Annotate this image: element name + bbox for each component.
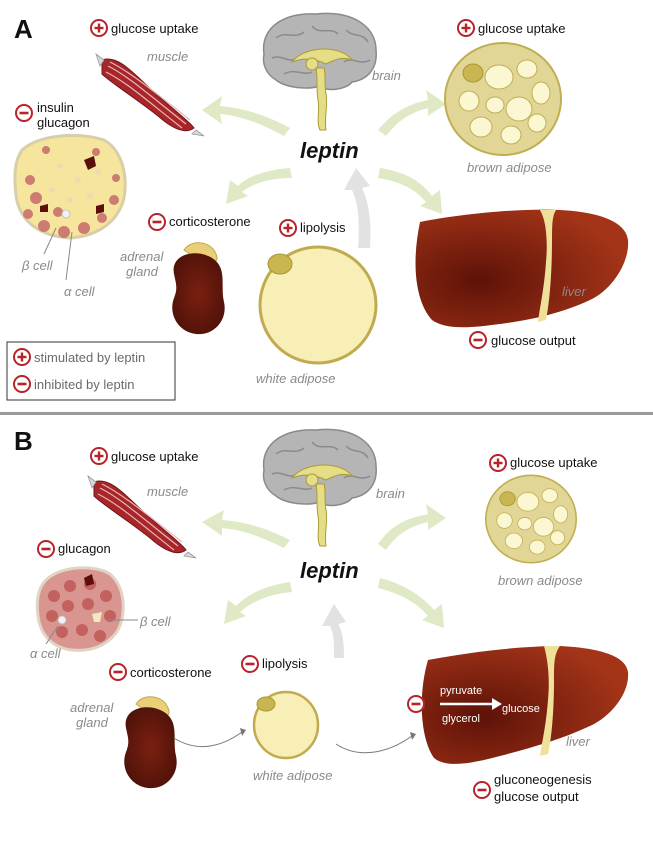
muscle-effect-a: glucose uptake (111, 21, 198, 36)
arrow-head (410, 732, 416, 740)
minus-icon (37, 540, 55, 558)
minus-icon (241, 655, 259, 673)
plus-icon (279, 219, 297, 237)
brain-label-a: brain (372, 68, 401, 83)
panel-divider (0, 412, 653, 415)
plus-icon (457, 19, 475, 37)
liver-a (415, 209, 629, 328)
brain-a (262, 12, 377, 131)
muscle-label-a: muscle (147, 49, 188, 64)
adrenal-label-a-1: adrenal (120, 249, 164, 264)
brown-adipose-label-b: brown adipose (498, 573, 583, 588)
muscle-effect-b: glucose uptake (111, 449, 198, 464)
plus-icon (90, 19, 108, 37)
leptin-label-a: leptin (300, 138, 359, 163)
adrenal-effect-b: corticosterone (130, 665, 212, 680)
leptin-arrows-b (202, 504, 446, 658)
leptin-arrows-a (202, 90, 446, 248)
adrenal-gland-a (171, 242, 226, 335)
minus-icon (148, 213, 166, 231)
pancreas-effect-b: glucagon (58, 541, 111, 556)
pyruvate-label: pyruvate (440, 685, 482, 697)
brain-b (262, 428, 377, 547)
beta-cell-label-b: β cell (139, 614, 172, 629)
liver-effect-a: glucose output (491, 333, 576, 348)
adrenal-label-a-2: gland (126, 264, 159, 279)
glucose-label: glucose (502, 703, 540, 715)
panel-a-letter: A (14, 14, 33, 44)
white-adipose-effect-a: lipolysis (300, 220, 346, 235)
brown-adipose-label-a: brown adipose (467, 160, 552, 175)
adrenal-label-b-2: gland (76, 715, 109, 730)
legend: stimulated by leptin inhibited by leptin (6, 341, 176, 401)
pancreas-islet-b (35, 566, 138, 652)
liver-label-a: liver (562, 284, 587, 299)
panel-b: B leptin brain glucose uptake muscle glu… (14, 426, 629, 804)
brown-adipose-a (444, 42, 562, 156)
brown-adipose-effect-a: glucose uptake (478, 21, 565, 36)
beta-cell-label-a: β cell (21, 258, 54, 273)
white-adipose-cell-a (258, 245, 378, 365)
white-adipose-label-a: white adipose (256, 371, 336, 386)
arrow-head (492, 698, 502, 710)
legend-stimulated: stimulated by leptin (34, 350, 145, 365)
fat-to-liver-arrow (335, 735, 413, 754)
adrenal-effect-a: corticosterone (169, 214, 251, 229)
muscle-a (95, 53, 205, 137)
liver-label-b: liver (566, 734, 591, 749)
brown-adipose-b (484, 474, 578, 564)
plus-icon (13, 348, 31, 366)
minus-icon (15, 104, 33, 122)
glycerol-label: glycerol (442, 713, 480, 725)
pancreas-effect-a-1: insulin (37, 100, 74, 115)
white-adipose-cell-b (252, 690, 320, 760)
minus-icon (407, 695, 425, 713)
minus-icon (469, 331, 487, 349)
liver-b (421, 646, 629, 764)
pancreas-islet-a (13, 133, 127, 281)
minus-icon (13, 375, 31, 393)
panel-a: A leptin brain glucose uptake muscle glu… (6, 12, 629, 401)
adrenal-label-b-1: adrenal (70, 700, 114, 715)
alpha-cell-label-b: α cell (30, 646, 62, 661)
minus-icon (473, 781, 491, 799)
panel-b-letter: B (14, 426, 33, 456)
adrenal-to-fat-arrow (173, 731, 243, 748)
brain-label-b: brain (376, 486, 405, 501)
white-adipose-effect-b: lipolysis (262, 656, 308, 671)
alpha-cell-label-a: α cell (64, 284, 96, 299)
leptin-label-b: leptin (300, 558, 359, 583)
brown-adipose-effect-b: glucose uptake (510, 455, 597, 470)
plus-icon (489, 454, 507, 472)
arrow-head (240, 728, 246, 736)
pancreas-effect-a-2: glucagon (37, 115, 90, 130)
adrenal-gland-b (123, 696, 178, 789)
liver-effect-b-2: glucose output (494, 789, 579, 804)
legend-inhibited: inhibited by leptin (34, 377, 134, 392)
plus-icon (90, 447, 108, 465)
minus-icon (109, 663, 127, 681)
liver-effect-b-1: gluconeogenesis (494, 772, 592, 787)
white-adipose-label-b: white adipose (253, 768, 333, 783)
muscle-label-b: muscle (147, 484, 188, 499)
